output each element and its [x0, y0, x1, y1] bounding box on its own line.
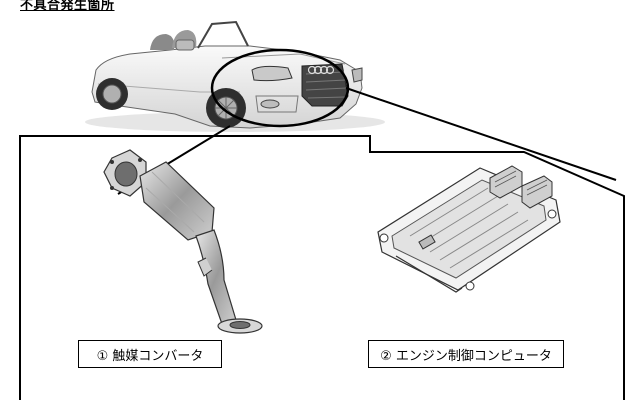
part-label-engine-control-unit: ② エンジン制御コンピュータ — [368, 340, 564, 368]
zoom-frame — [19, 135, 625, 400]
part-label-catalytic-converter: ① 触媒コンバータ — [78, 340, 222, 368]
page-title: 不具合発生箇所 — [20, 0, 115, 13]
callout-line-right — [345, 87, 617, 181]
catalytic-converter-drawing — [103, 149, 263, 334]
car-illustration — [85, 20, 385, 132]
engine-control-unit-drawing — [377, 165, 561, 293]
